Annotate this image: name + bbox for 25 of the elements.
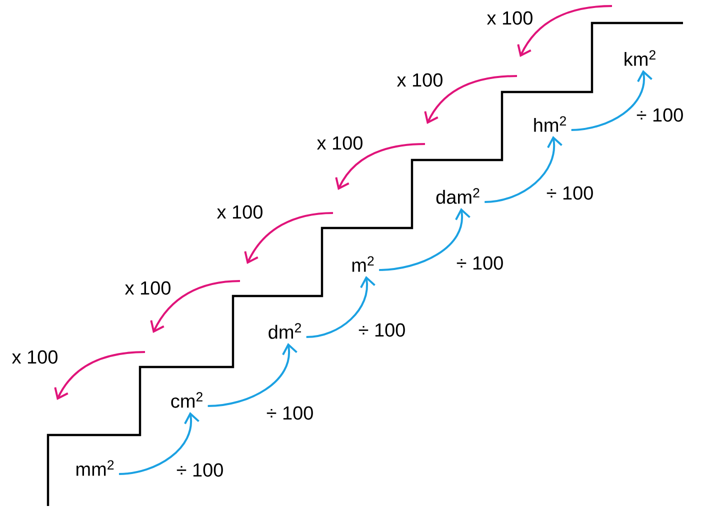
multiplier-label: x 100 [396, 73, 442, 87]
edge-label: ÷ 100 [358, 323, 405, 337]
unit-label: dam$^{2}$ [436, 188, 480, 204]
edge-label: ÷ 100 [176, 463, 223, 477]
arrow [571, 70, 652, 131]
multiplier-label: x 100 [125, 281, 170, 295]
arrow [306, 276, 376, 338]
multiplier-label: x 100 [12, 350, 58, 364]
edge-label: ÷ 100 [456, 256, 503, 270]
multiplier-label: x 100 [216, 205, 262, 219]
arrow [379, 208, 470, 271]
unit-label: km$^{2}$ [624, 50, 656, 66]
unit-label: dm$^{2}$ [268, 323, 301, 339]
multiplier-label: x 100 [486, 11, 532, 25]
unit-label: mm$^{2}$ [76, 460, 114, 476]
unit-label: m$^{2}$ [352, 256, 374, 272]
arrow [118, 412, 200, 475]
arrow [484, 136, 562, 204]
arrow [208, 343, 298, 408]
unit-label: cm$^{2}$ [171, 392, 202, 408]
edge-label: ÷ 100 [266, 406, 313, 420]
edge-label: ÷ 100 [546, 186, 593, 200]
edge-label: ÷ 100 [636, 108, 683, 122]
unit-label: hm$^{2}$ [534, 116, 566, 132]
multiplier-label: x 100 [316, 136, 362, 150]
